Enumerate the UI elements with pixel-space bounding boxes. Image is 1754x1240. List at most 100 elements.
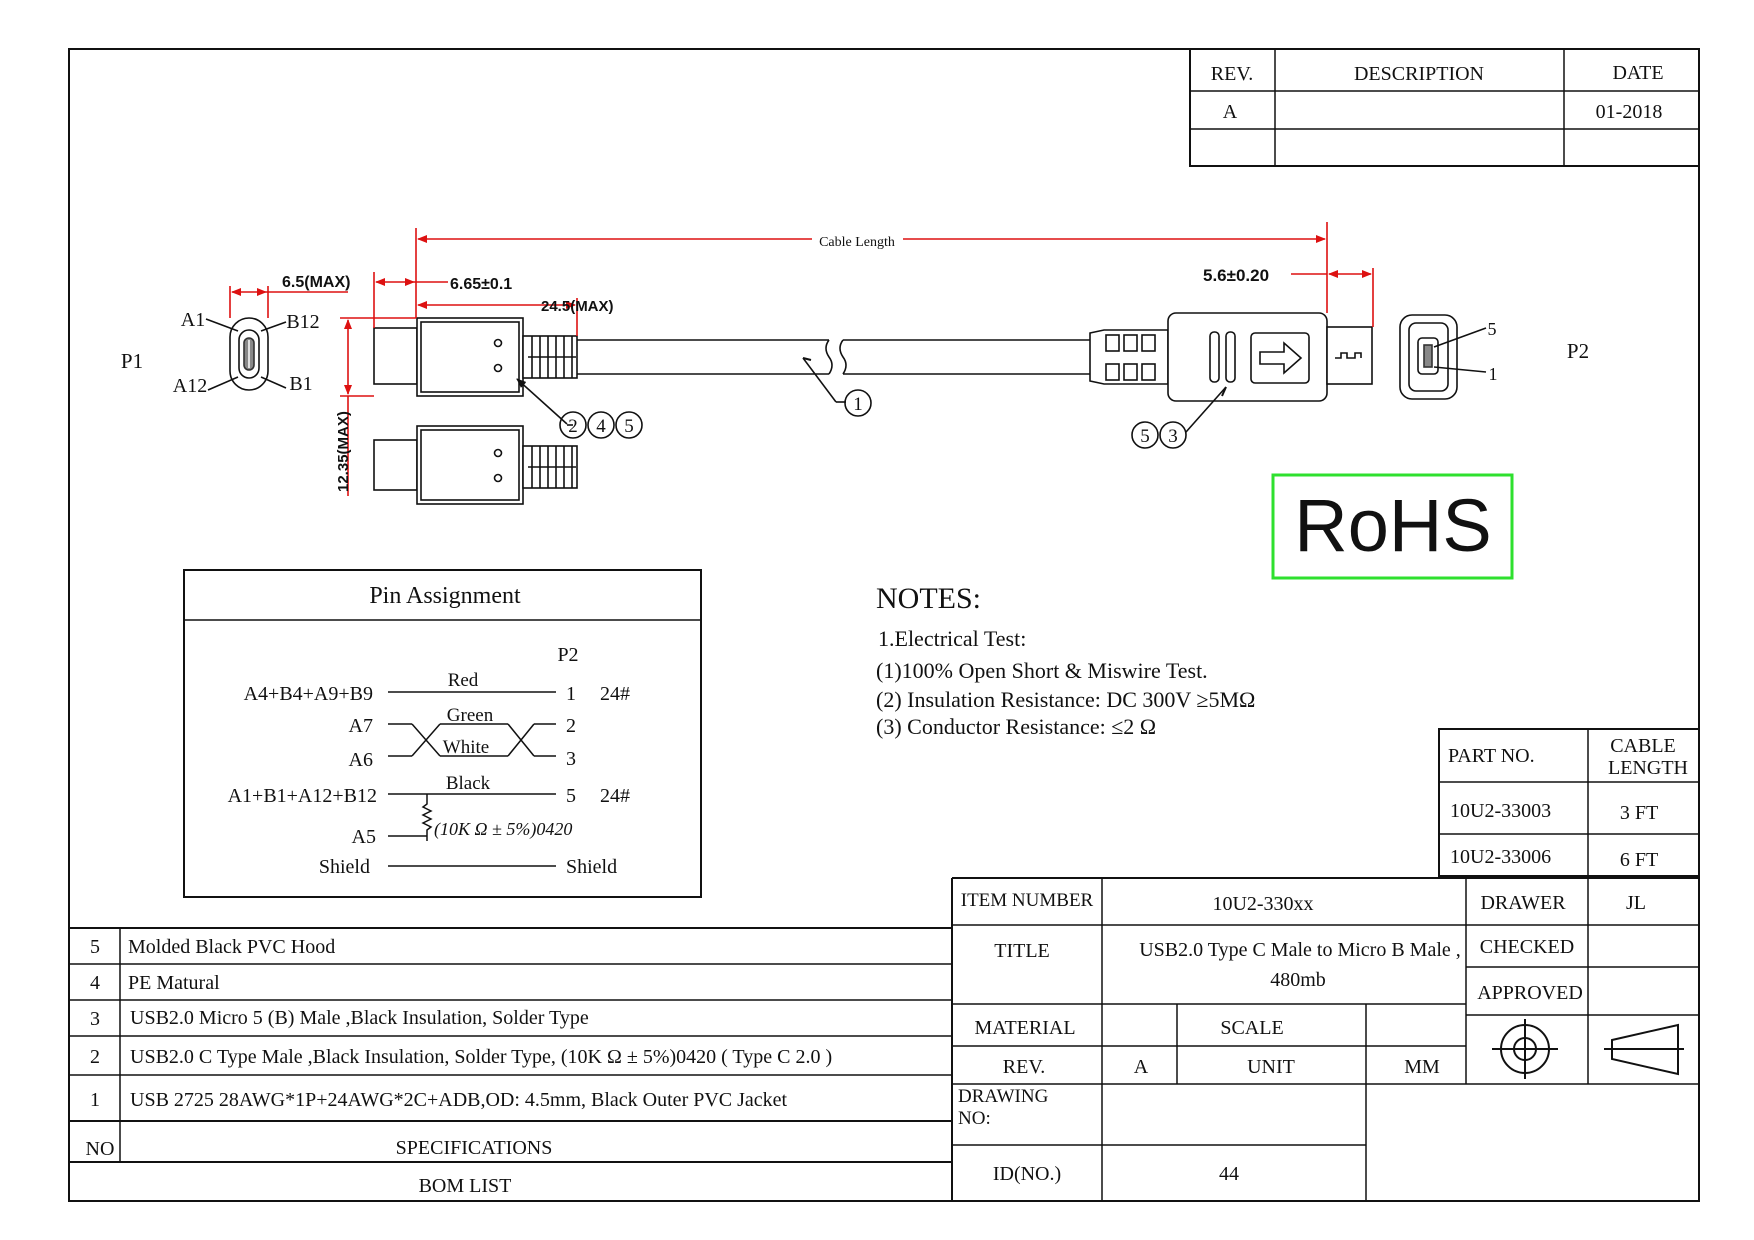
p2-label: P2 [1567, 339, 1589, 363]
title-value-line-1: USB2.0 Type C Male to Micro B Male , [1139, 939, 1461, 961]
pin-assignment-title: Pin Assignment [369, 583, 521, 609]
bom-row-5-spec: Molded Black PVC Hood [128, 936, 335, 958]
wire-green-pin: 2 [566, 715, 576, 737]
rev-label: REV. [1003, 1056, 1045, 1078]
rohs-mark: RoHS [1271, 473, 1514, 580]
item-number-label: ITEM NUMBER [961, 890, 1094, 911]
dim-micro-length: 5.6±0.20 [1203, 266, 1269, 285]
bom-no-header: NO [86, 1138, 115, 1160]
wire-white-pin: 3 [566, 748, 576, 770]
wire-black-pin: 5 [566, 785, 576, 807]
part-row-1-length: 3 FT [1620, 802, 1658, 824]
resistor-left: A5 [352, 826, 376, 848]
p1-side-view-top [373, 317, 578, 397]
cone-projection-icon [1604, 1023, 1684, 1076]
p2-pin-1: 1 [1489, 364, 1498, 384]
part-row-2-no: 10U2-33006 [1450, 846, 1551, 868]
date-value: 01-2018 [1596, 101, 1663, 123]
revision-table: REV. DESCRIPTION DATE A 01-2018 [1189, 48, 1700, 167]
notes: NOTES: 1.Electrical Test: (1)100% Open S… [876, 582, 1255, 739]
balloon-4: 4 [596, 416, 606, 437]
bom-row-3-no: 3 [90, 1008, 100, 1030]
wire-red-left: A4+B4+A9+B9 [244, 683, 373, 705]
drawer-value: JL [1626, 892, 1646, 914]
notes-line-4: (3) Conductor Resistance: ≤2 Ω [876, 714, 1156, 739]
title-block-text: ITEM NUMBER 10U2-330xx TITLE USB2.0 Type… [958, 890, 1646, 1185]
wire-red-pin: 1 [566, 683, 576, 705]
pin-p2-header: P2 [557, 644, 578, 666]
p1-pin-b12: B12 [286, 311, 319, 333]
p1-pin-a12: A12 [173, 375, 207, 397]
bom-table [69, 927, 952, 1163]
bom-row-1-no: 1 [90, 1089, 100, 1111]
notes-line-1: 1.Electrical Test: [878, 626, 1026, 651]
balloon-leaders [516, 357, 1227, 433]
bom-row-3-spec: USB2.0 Micro 5 (B) Male ,Black Insulatio… [130, 1007, 589, 1029]
balloons-p1: 2 4 5 [559, 411, 643, 439]
resistor-note: (10K Ω ± 5%)0420 [434, 819, 572, 840]
dim-overmold-max: 24.5(MAX) [541, 298, 614, 315]
dim-height-max: 12.35(MAX) [335, 411, 352, 492]
drawer-label: DRAWER [1480, 892, 1566, 914]
dimensions [229, 222, 1374, 496]
wire-red-gauge: 24# [600, 683, 630, 705]
date-header: DATE [1612, 62, 1663, 84]
scale-label: SCALE [1220, 1017, 1283, 1039]
rev-value: A [1223, 101, 1238, 123]
p1-end-view [205, 317, 287, 391]
balloon-p2-5: 5 [1140, 426, 1150, 447]
p1-label: P1 [121, 349, 143, 373]
unit-value: MM [1404, 1056, 1440, 1078]
part-row-1-no: 10U2-33003 [1450, 800, 1551, 822]
notes-line-3: (2) Insulation Resistance: DC 300V ≥5MΩ [876, 687, 1255, 712]
wire-black-left: A1+B1+A12+B12 [228, 785, 377, 807]
wire-green-color: Green [447, 705, 494, 726]
wire-black-gauge: 24# [600, 785, 630, 807]
dim-plug-length: 6.65±0.1 [450, 276, 512, 293]
wire-black-color: Black [446, 773, 491, 794]
balloon-cable: 1 [844, 389, 872, 417]
p2-pin-5: 5 [1488, 319, 1497, 339]
shield-right: Shield [566, 856, 617, 878]
projection-symbol-icon [1492, 1019, 1558, 1079]
cable-length-header-1: CABLE [1610, 735, 1676, 757]
bom-text: 5 Molded Black PVC Hood 4 PE Matural 3 U… [86, 936, 833, 1197]
drawing-no-label-2: NO: [958, 1108, 991, 1129]
bom-row-2-no: 2 [90, 1046, 100, 1068]
bom-row-4-spec: PE Matural [128, 972, 220, 994]
p2-end-view [1399, 314, 1487, 400]
title-block [951, 877, 1699, 1201]
part-no-header: PART NO. [1448, 745, 1535, 767]
p1-pin-b1: B1 [289, 373, 312, 395]
wire-red-color: Red [448, 670, 479, 691]
unit-label: UNIT [1247, 1056, 1295, 1078]
p1-pin-a1: A1 [181, 309, 205, 331]
rev-value-block: A [1134, 1056, 1149, 1078]
rev-header: REV. [1211, 63, 1253, 85]
wire-white-left: A6 [349, 749, 373, 771]
sheet-border [68, 48, 1700, 1202]
id-value: 44 [1219, 1163, 1239, 1185]
bom-row-5-no: 5 [90, 936, 100, 958]
cable-length-header-2: LENGTH [1608, 757, 1688, 779]
title-value-line-2: 480mb [1270, 969, 1326, 991]
cable [577, 339, 1090, 375]
part-row-2-length: 6 FT [1620, 849, 1658, 871]
pin-assignment: Pin Assignment P2 A4+B4+A9+B9 Red 1 24# … [183, 569, 702, 898]
notes-title: NOTES: [876, 582, 981, 615]
balloons-p2: 5 3 [1131, 421, 1187, 449]
wire-white-color: White [443, 737, 489, 758]
item-number-value: 10U2-330xx [1212, 893, 1313, 915]
bom-row-1-spec: USB 2725 28AWG*1P+24AWG*2C+ADB,OD: 4.5mm… [130, 1089, 788, 1111]
balloon-2: 2 [568, 416, 578, 437]
balloon-p2-3: 3 [1168, 426, 1178, 447]
dim-cable-length: Cable Length [819, 235, 895, 250]
bom-spec-header: SPECIFICATIONS [396, 1137, 553, 1159]
p2-side-view [1089, 312, 1373, 402]
drawing-no-label-1: DRAWING [958, 1086, 1049, 1107]
bom-row-2-spec: USB2.0 C Type Male ,Black Insulation, So… [130, 1046, 832, 1068]
dim-width-max: 6.5(MAX) [282, 274, 350, 291]
material-label: MATERIAL [974, 1017, 1075, 1039]
p1-side-view-bottom [373, 425, 578, 505]
